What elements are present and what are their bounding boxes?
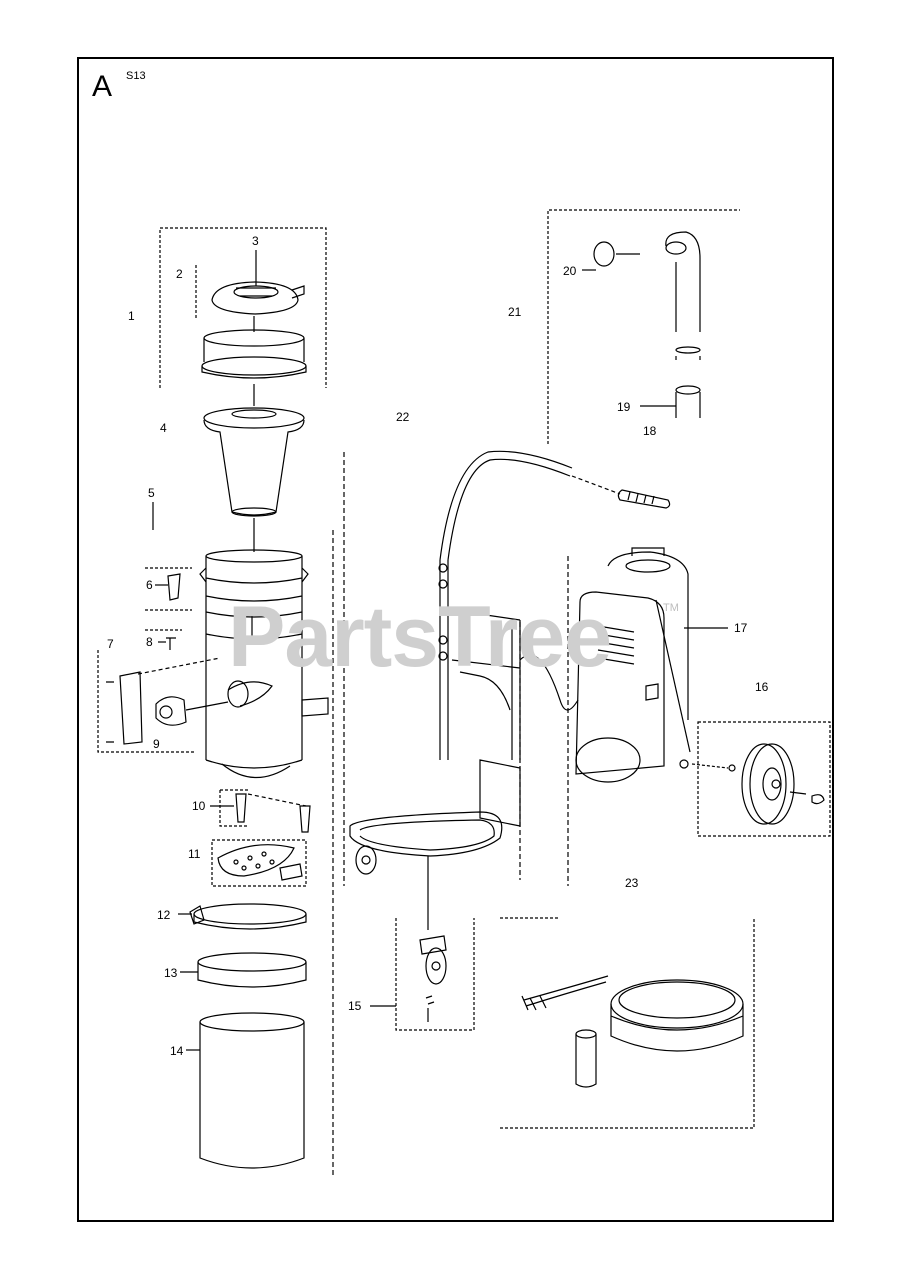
part-grip bbox=[571, 475, 671, 509]
sheet-code: S13 bbox=[126, 70, 146, 82]
callout-22: 22 bbox=[396, 410, 410, 424]
part-top-cap bbox=[211, 250, 305, 315]
part-hose bbox=[582, 231, 701, 418]
callout-21: 21 bbox=[508, 305, 522, 319]
callout-3: 3 bbox=[252, 234, 259, 248]
part-container-body bbox=[199, 549, 329, 779]
part-vacuum-unit bbox=[575, 547, 728, 783]
callout-17: 17 bbox=[734, 621, 748, 635]
callout-20: 20 bbox=[563, 264, 577, 278]
callout-14: 14 bbox=[170, 1044, 184, 1058]
part-castor bbox=[370, 935, 447, 1022]
part-filter-kit bbox=[521, 975, 744, 1088]
callout-12: 12 bbox=[157, 908, 171, 922]
callout-9: 9 bbox=[153, 737, 160, 751]
callout-23: 23 bbox=[625, 876, 639, 890]
part-collection-bag bbox=[186, 1012, 305, 1169]
part-wheel bbox=[691, 743, 825, 825]
callout-10: 10 bbox=[192, 799, 206, 813]
callout-8: 8 bbox=[146, 635, 153, 649]
callout-7: 7 bbox=[107, 637, 114, 651]
callout-16: 16 bbox=[755, 680, 769, 694]
drawing-frame bbox=[77, 57, 834, 1222]
callout-2: 2 bbox=[176, 267, 183, 281]
callout-5: 5 bbox=[148, 486, 155, 500]
part-trolley-frame bbox=[349, 450, 579, 930]
part-ring bbox=[180, 952, 307, 988]
watermark-trademark: TM bbox=[663, 602, 679, 614]
callout-4: 4 bbox=[160, 421, 167, 435]
callout-11: 11 bbox=[188, 847, 201, 861]
callout-6: 6 bbox=[146, 578, 153, 592]
part-filter-cone bbox=[203, 407, 305, 517]
callout-15: 15 bbox=[348, 999, 362, 1013]
callout-19: 19 bbox=[617, 400, 631, 414]
callout-18: 18 bbox=[643, 424, 657, 438]
group-box-lid bbox=[159, 227, 327, 388]
part-clamp-ring bbox=[178, 903, 307, 930]
callout-1: 1 bbox=[128, 309, 135, 323]
watermark: PartsTree bbox=[228, 589, 612, 685]
sheet-letter: A bbox=[92, 70, 113, 103]
callout-13: 13 bbox=[164, 966, 178, 980]
part-lid-housing bbox=[201, 316, 307, 379]
